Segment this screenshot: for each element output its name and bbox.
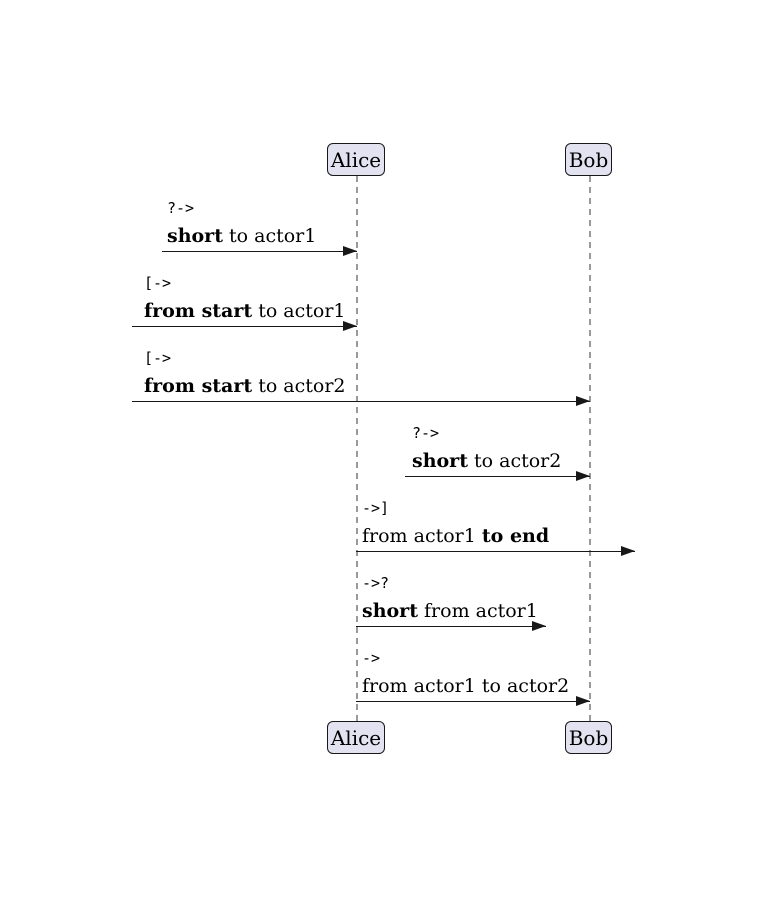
message-label-pre: from actor1 [362,525,482,547]
arrowhead-right-icon [576,470,590,481]
arrowhead-right-icon [576,395,590,406]
arrowhead-right-icon [343,245,357,256]
message-label-post: to actor2 [252,375,346,397]
message-label: short from actor1 [362,601,538,622]
message-label-post: to actor1 [222,225,317,247]
message-label-post: to actor2 [467,450,562,472]
actor-name-alice: Alice [330,725,382,750]
lifeline-bob [589,176,591,721]
message-arrow-line [356,620,546,631]
actor-box-alice-top: Alice [327,143,385,176]
message-label: from actor1 to end [362,526,549,547]
message-label: short to actor2 [412,451,561,472]
arrowhead-right-icon [576,695,590,706]
message-label-post: from actor1 [417,600,538,622]
lifeline-alice [356,176,358,721]
message-arrow-line [356,545,635,556]
message-arrow-line [356,695,590,706]
message-arrow-line [405,470,590,481]
arrowhead-right-icon [532,620,546,631]
actor-box-alice-bottom: Alice [327,721,385,754]
message-label-bold: short [167,225,223,247]
actor-name-bob: Bob [568,725,609,750]
actor-box-bob-bottom: Bob [565,721,612,754]
message-arrow-line [132,395,590,406]
message-label-bold: short [362,600,418,622]
message-code: [-> [144,274,172,292]
message-label-bold: from start [144,375,253,397]
arrowhead-right-icon [621,545,635,556]
actor-name-alice: Alice [330,147,382,172]
message-label-bold: to end [481,525,550,547]
message-label-pre: from actor1 to actor2 [362,675,570,697]
message-code: -> [362,649,381,667]
actor-name-bob: Bob [568,147,609,172]
message-code: ->] [362,499,390,517]
arrowhead-right-icon [343,320,357,331]
message-label-post: to actor1 [252,300,346,322]
message-label-bold: short [412,450,468,472]
message-code: ->? [362,574,390,592]
message-label: from actor1 to actor2 [362,676,569,697]
message-label: short to actor1 [167,226,316,247]
message-label: from start to actor2 [144,376,346,397]
message-label: from start to actor1 [144,301,346,322]
message-label-bold: from start [144,300,253,322]
actor-box-bob-top: Bob [565,143,612,176]
message-code: [-> [144,349,172,367]
message-code: ?-> [412,424,440,442]
message-arrow-line [162,245,357,256]
message-arrow-line [132,320,357,331]
message-code: ?-> [167,199,195,217]
